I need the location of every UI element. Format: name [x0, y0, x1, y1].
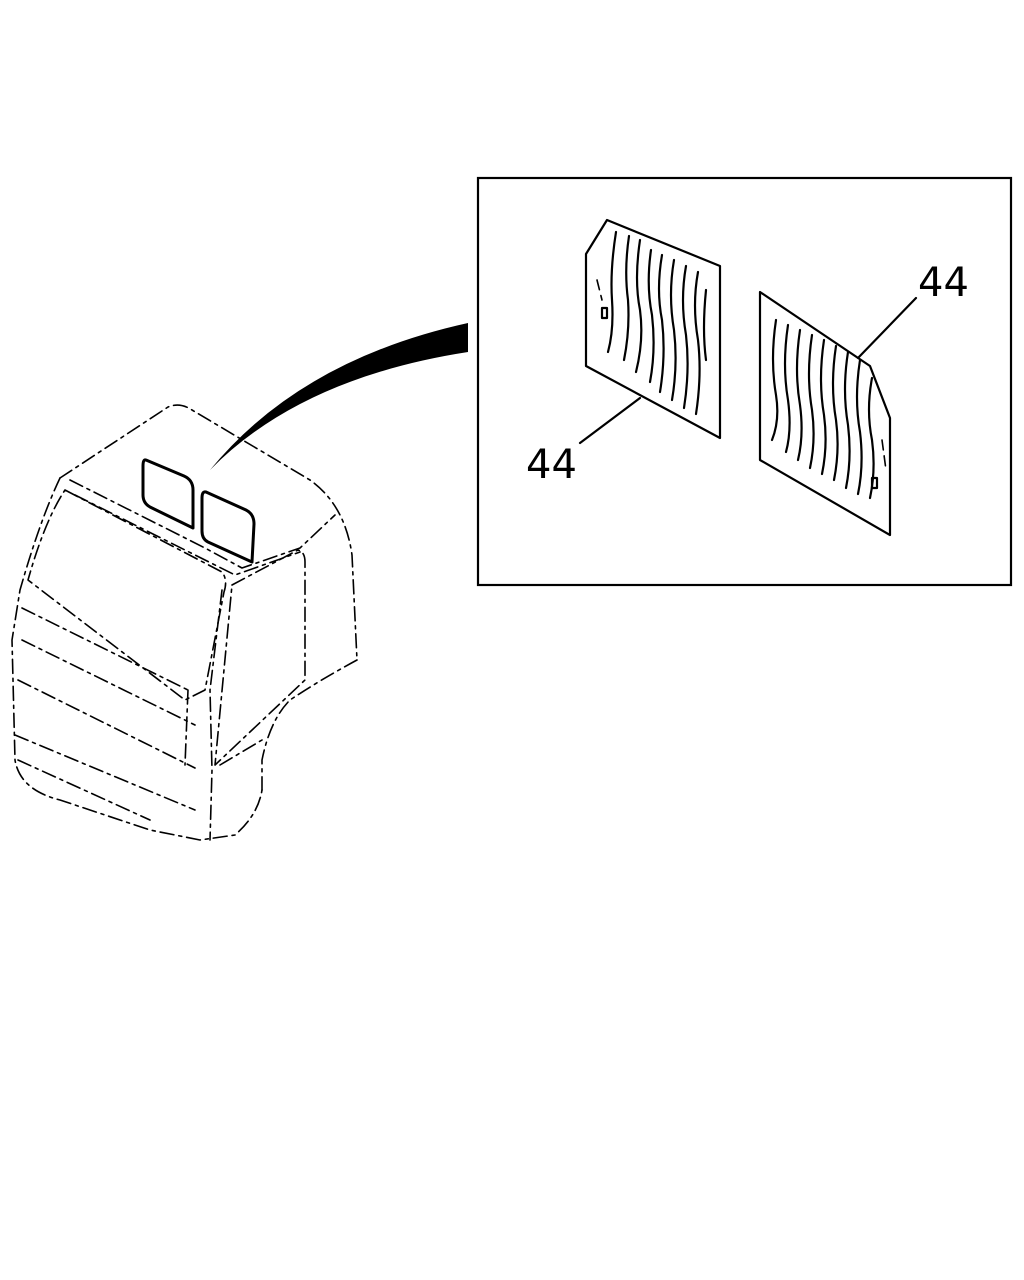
- bumper-line-1: [14, 734, 196, 811]
- windshield-frame: [27, 489, 227, 701]
- roof-lamp-left: [141, 458, 195, 530]
- roof-lamp-right: [200, 490, 256, 564]
- callout-leader-left: [578, 396, 642, 445]
- left-panel-outline: [584, 218, 722, 440]
- cab-left-outline: [11, 477, 263, 841]
- right-panel: [758, 290, 892, 537]
- cab-roof-outline: [59, 404, 358, 661]
- detail-inset: 44 44: [476, 176, 1013, 587]
- callout-label-right: 44: [918, 260, 969, 306]
- left-panel: [584, 218, 722, 440]
- bumper-line-2: [17, 759, 151, 821]
- callout-leader-right: [856, 296, 918, 360]
- grille-line-2: [21, 639, 196, 726]
- roof-lamps: [141, 458, 256, 564]
- grille-line-3: [17, 679, 196, 769]
- truck-cab: [11, 404, 358, 841]
- detail-leader: [210, 323, 468, 470]
- a-pillar: [209, 589, 223, 841]
- lower-side-line: [219, 739, 263, 766]
- detail-frame: [476, 176, 1013, 587]
- door-frame: [214, 549, 306, 766]
- grille-vertical: [184, 689, 189, 766]
- left-panel-hatching: [596, 230, 708, 416]
- roof-front-edge: [69, 479, 336, 569]
- grille-line-1: [21, 607, 189, 691]
- right-panel-outline: [758, 290, 892, 537]
- roof-front-edge-inner: [74, 494, 301, 576]
- cab-side-outline: [261, 659, 358, 791]
- callout-label-left: 44: [526, 442, 577, 488]
- right-panel-hatching: [770, 318, 887, 500]
